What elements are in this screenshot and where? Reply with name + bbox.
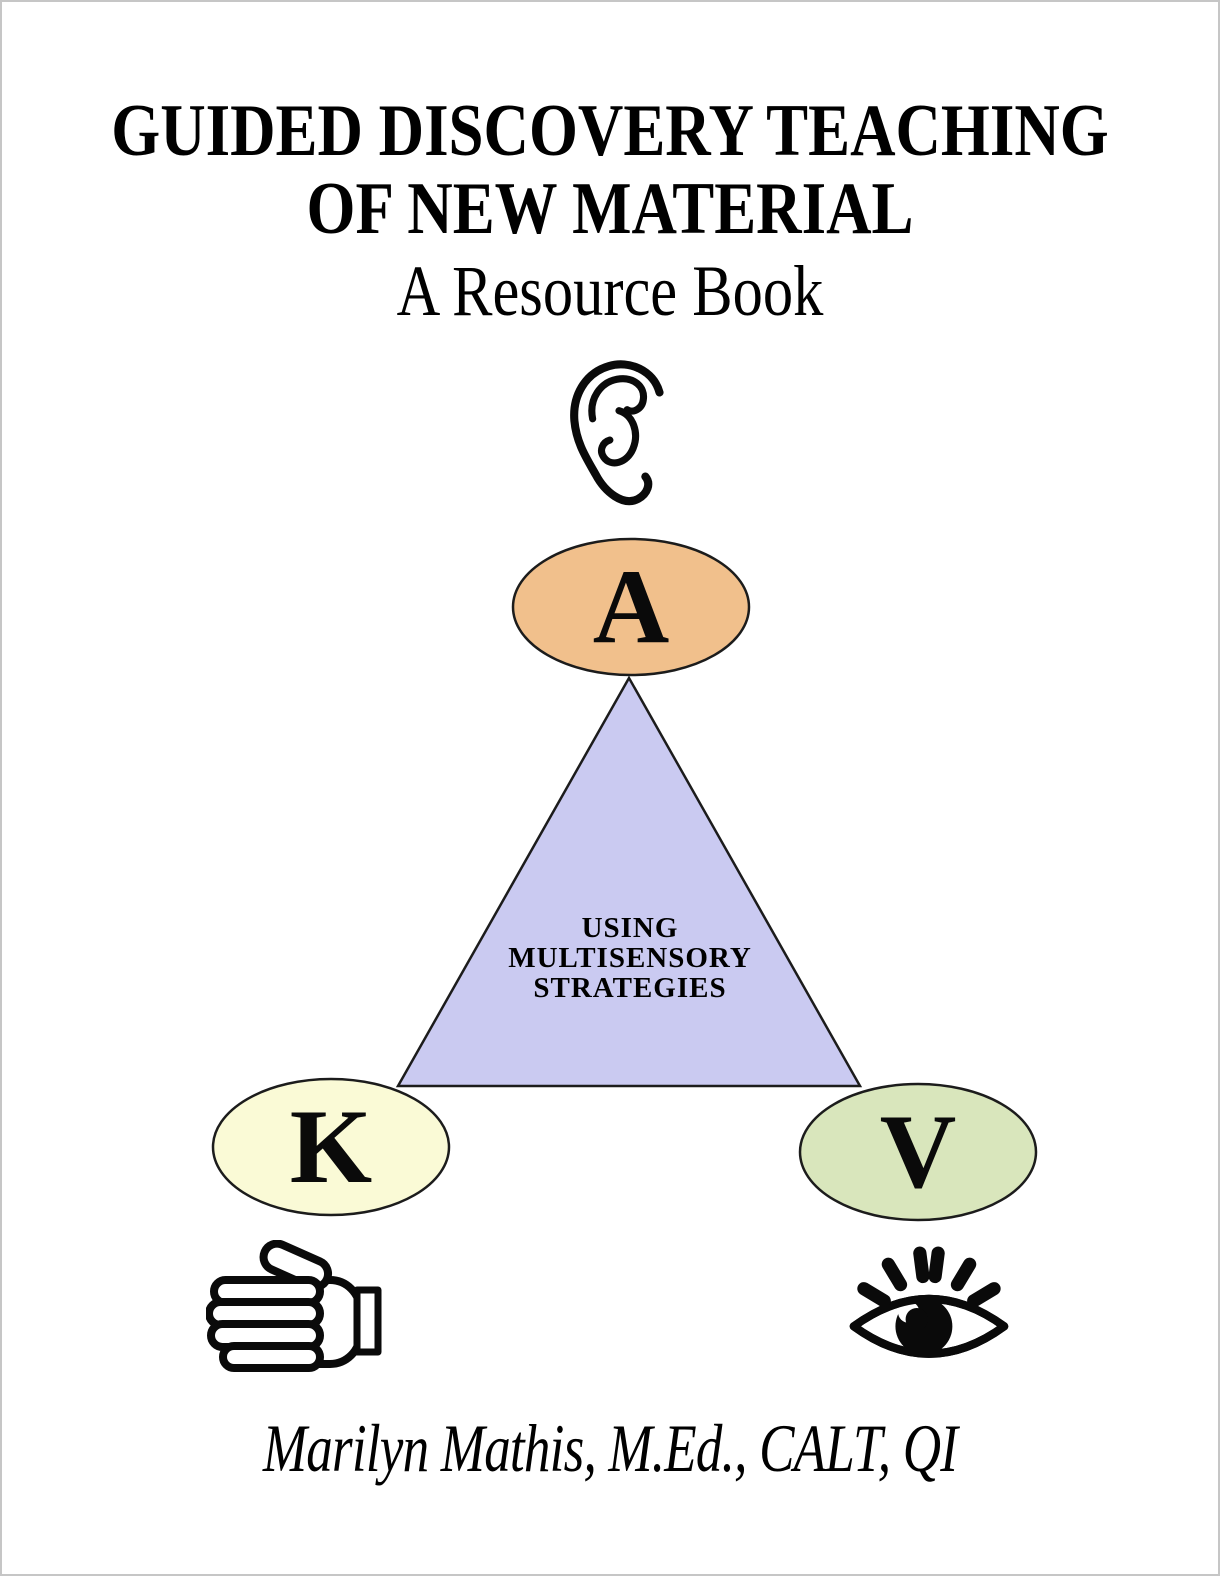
- triangle-label: USING MULTISENSORY STRATEGIES: [428, 913, 832, 1003]
- book-title-line1: GUIDED DISCOVERY TEACHING: [111, 90, 1109, 172]
- ear-icon: [570, 360, 664, 505]
- node-kinesthetic: K: [211, 1077, 451, 1217]
- triangle-label-line2: MULTISENSORY: [508, 942, 752, 974]
- node-visual: V: [798, 1082, 1038, 1222]
- letter-k: K: [290, 1088, 372, 1205]
- triangle-label-line3: STRATEGIES: [533, 972, 727, 1004]
- triangle-label-line1: USING: [581, 912, 679, 944]
- multisensory-triangle: [395, 675, 863, 1088]
- node-auditory: A: [511, 537, 751, 677]
- ellipse-auditory: [511, 537, 751, 677]
- eye-icon: [849, 1246, 1009, 1358]
- book-subtitle: A Resource Book: [396, 251, 824, 331]
- triangle-shape: [395, 675, 863, 1088]
- letter-v: V: [880, 1093, 957, 1210]
- hand-icon: [206, 1240, 382, 1372]
- ellipse-visual: [798, 1082, 1038, 1222]
- ellipse-kinesthetic: [211, 1077, 451, 1217]
- letter-a: A: [593, 548, 670, 665]
- book-title-line2: OF NEW MATERIAL: [306, 168, 914, 250]
- author-line: Marilyn Mathis, M.Ed., CALT, QI: [262, 1410, 958, 1486]
